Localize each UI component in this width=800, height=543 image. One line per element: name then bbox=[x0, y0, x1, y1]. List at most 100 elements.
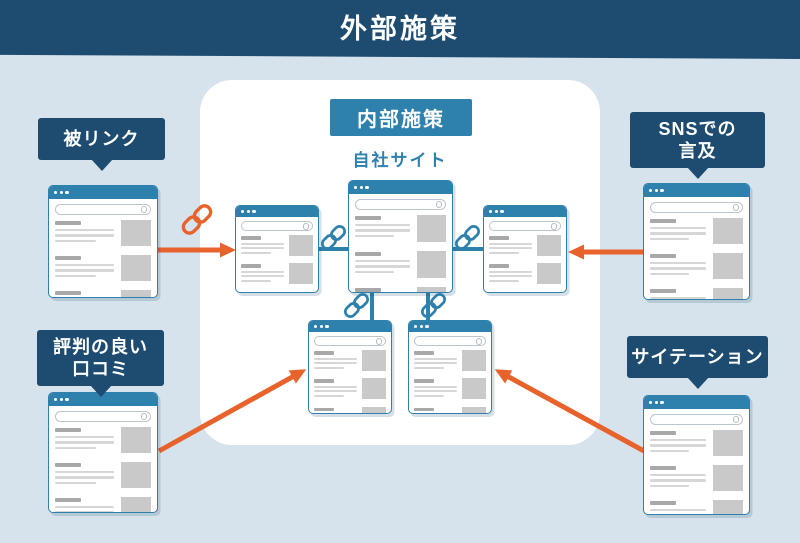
content-row bbox=[241, 291, 313, 293]
text-line bbox=[314, 362, 357, 365]
text-lines bbox=[414, 378, 457, 399]
heading-line bbox=[314, 351, 334, 355]
text-line bbox=[414, 362, 457, 365]
browser-internal-right bbox=[483, 205, 567, 293]
text-lines bbox=[650, 288, 706, 299]
window-titlebar bbox=[236, 206, 318, 217]
window-dot-icon bbox=[65, 190, 69, 195]
heading-line bbox=[414, 379, 434, 383]
content-row bbox=[55, 462, 151, 488]
image-placeholder bbox=[121, 290, 151, 297]
text-lines bbox=[314, 407, 357, 413]
text-lines bbox=[650, 218, 706, 243]
text-lines bbox=[314, 378, 357, 399]
heading-line bbox=[355, 216, 381, 220]
window-dot-icon bbox=[241, 209, 245, 214]
text-line bbox=[414, 357, 457, 360]
text-lines bbox=[55, 462, 114, 487]
image-placeholder bbox=[417, 215, 446, 242]
image-placeholder bbox=[289, 291, 313, 292]
text-lines bbox=[355, 251, 410, 276]
text-line bbox=[55, 446, 97, 449]
text-line bbox=[650, 297, 706, 299]
content-row bbox=[414, 378, 486, 400]
window-dot-icon bbox=[419, 324, 423, 329]
search-bar bbox=[414, 336, 486, 346]
image-placeholder bbox=[713, 218, 743, 244]
text-lines bbox=[55, 220, 114, 245]
text-line bbox=[314, 366, 345, 369]
image-placeholder bbox=[537, 291, 561, 292]
content-row bbox=[650, 430, 743, 456]
callout-sns: SNSでの 言及 bbox=[630, 112, 765, 168]
window-dot-icon bbox=[649, 188, 653, 193]
text-line bbox=[650, 232, 706, 235]
image-placeholder bbox=[417, 251, 446, 278]
heading-line bbox=[55, 498, 81, 502]
window-dot-icon bbox=[500, 209, 504, 214]
image-placeholder bbox=[417, 287, 446, 292]
text-line bbox=[650, 272, 690, 275]
text-lines bbox=[314, 350, 357, 371]
image-placeholder bbox=[289, 263, 313, 285]
image-placeholder bbox=[289, 235, 313, 256]
text-line bbox=[241, 247, 284, 250]
window-dot-icon bbox=[654, 188, 658, 193]
text-line bbox=[55, 269, 114, 272]
content-row bbox=[55, 427, 151, 453]
text-line bbox=[414, 390, 457, 393]
heading-line bbox=[650, 431, 676, 435]
browser-sns bbox=[643, 183, 750, 300]
image-placeholder bbox=[462, 406, 486, 413]
text-line bbox=[489, 251, 520, 254]
text-line bbox=[241, 251, 272, 254]
image-placeholder bbox=[121, 220, 151, 246]
content-row bbox=[650, 288, 743, 299]
browser-backlinks bbox=[48, 185, 158, 298]
text-line bbox=[489, 275, 532, 278]
window-dot-icon bbox=[354, 185, 358, 190]
content-row bbox=[355, 251, 446, 278]
heading-line bbox=[489, 264, 509, 268]
window-dot-icon bbox=[252, 209, 256, 214]
page-title: 外部施策 bbox=[340, 14, 460, 44]
content-row bbox=[55, 255, 151, 281]
text-line bbox=[355, 260, 410, 263]
text-lines bbox=[241, 292, 284, 293]
own-site-label: 自社サイト bbox=[352, 151, 448, 170]
text-line bbox=[489, 270, 532, 273]
text-lines bbox=[241, 263, 284, 284]
content-row bbox=[650, 253, 743, 279]
heading-line bbox=[489, 236, 509, 240]
text-line bbox=[241, 279, 272, 282]
text-line bbox=[650, 474, 706, 477]
text-line bbox=[55, 506, 114, 509]
heading-line bbox=[650, 219, 676, 223]
text-line bbox=[650, 444, 706, 447]
text-line bbox=[650, 514, 706, 515]
window-dot-icon bbox=[660, 400, 664, 405]
search-bar bbox=[650, 202, 743, 213]
image-placeholder bbox=[121, 462, 151, 488]
browser-internal-left bbox=[235, 205, 319, 293]
window-dot-icon bbox=[54, 397, 58, 402]
text-line bbox=[314, 385, 357, 388]
content-row bbox=[650, 218, 743, 244]
window-dot-icon bbox=[365, 185, 369, 190]
text-line bbox=[314, 394, 345, 397]
window-titlebar bbox=[644, 396, 749, 409]
content-row bbox=[414, 406, 486, 413]
text-line bbox=[414, 366, 445, 369]
image-placeholder bbox=[121, 255, 151, 281]
window-dot-icon bbox=[489, 209, 493, 214]
window-dot-icon bbox=[246, 209, 250, 214]
browser-reviews bbox=[48, 392, 158, 513]
heading-line bbox=[650, 254, 676, 258]
text-lines bbox=[414, 350, 457, 371]
window-dot-icon bbox=[65, 397, 69, 402]
window-titlebar bbox=[49, 393, 157, 406]
callout-reviews: 評判の良い 口コミ bbox=[37, 330, 164, 386]
text-line bbox=[650, 509, 706, 512]
search-bar bbox=[55, 204, 151, 215]
